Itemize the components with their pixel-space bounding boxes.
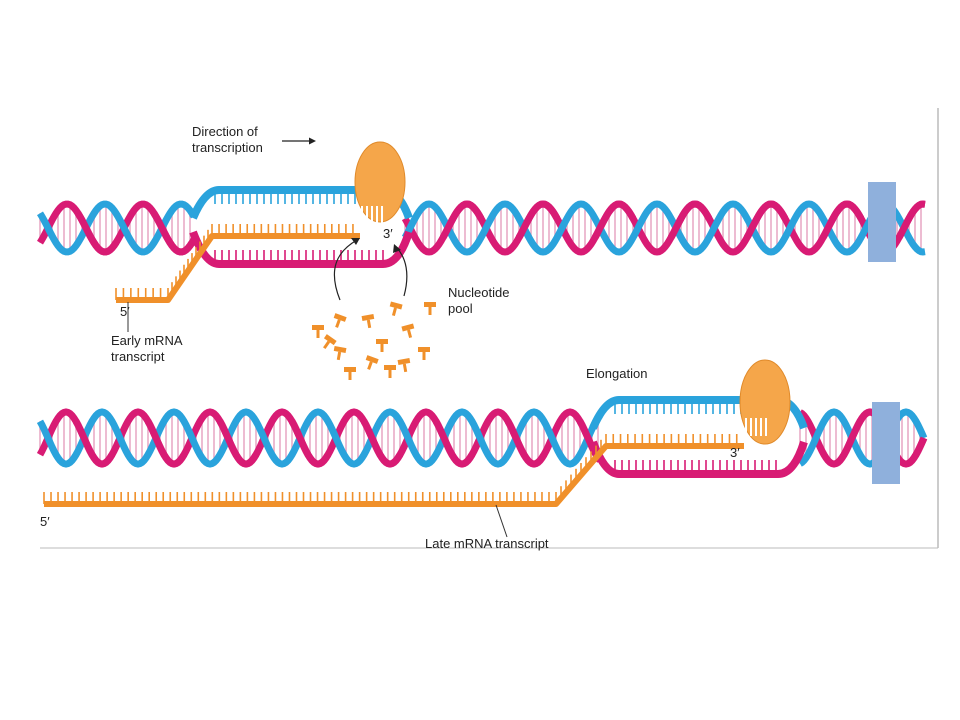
template-strand-over [515, 200, 561, 240]
nucleotide-sugar [333, 346, 347, 354]
nucleotide-icon [333, 313, 347, 328]
early-transcript-label-line2: transcript [111, 349, 165, 364]
direction-arrowhead-icon [309, 137, 316, 145]
nucleotide-sugar [376, 339, 388, 344]
nucleotide-sugar [312, 325, 324, 330]
nucleotide-pool [312, 301, 436, 380]
late-mrna-strand [43, 434, 744, 507]
template-strand-over [360, 419, 403, 468]
late-transcript-pointer [495, 504, 508, 538]
rna-backbone [116, 233, 360, 303]
nucleotide-icon [376, 339, 388, 352]
nucleotide-base [316, 330, 320, 338]
nucleotide-icon [365, 355, 379, 370]
nucleotide-base [336, 351, 342, 361]
template-strand-over [667, 200, 713, 240]
pool-arrowhead-left-icon [351, 238, 360, 245]
nucleotide-base [366, 319, 372, 329]
polymerase-active-site [361, 206, 383, 224]
template-strand-over [906, 436, 928, 467]
template-strand-over [151, 211, 195, 256]
top-transcription-bubble [189, 186, 413, 268]
nucleotide-base [422, 352, 426, 360]
top-3prime-label: 3′ [383, 226, 393, 241]
nucleotide-base [402, 363, 408, 373]
nucleotide-icon [344, 367, 356, 380]
nucleotide-sugar [401, 323, 415, 332]
nucleotide-icon [361, 314, 375, 329]
coding-strand [798, 408, 928, 468]
direction-label-line2: transcription [192, 140, 263, 155]
nucleotide-base [388, 370, 392, 378]
nucleotide-icon [401, 323, 415, 339]
nucleotide-base [428, 307, 432, 315]
nucleotide-sugar [384, 365, 396, 370]
coding-strand [37, 200, 197, 256]
template-strand-over [72, 419, 115, 468]
nucleotide-sugar [361, 314, 375, 322]
nucleotide-sugar [323, 334, 337, 346]
template-strand-over [591, 200, 637, 240]
terminator-icon-bottom [872, 402, 900, 484]
late-transcript-label: Late mRNA transcript [425, 536, 549, 551]
template-strand-over [432, 419, 475, 468]
nucleotide-icon [312, 325, 324, 338]
terminator-icon [868, 182, 896, 262]
pool-arrowhead-right-icon [393, 244, 401, 253]
nucleotide-base [380, 344, 384, 352]
template-strand-over [895, 200, 926, 240]
nucleotide-sugar [365, 355, 379, 364]
bottom-dna-helix [36, 408, 928, 468]
direction-label-line1: Direction of [192, 124, 258, 139]
coding-strand-open [189, 186, 413, 220]
template-strand-over [439, 200, 485, 240]
bottom-panel-elongation [36, 359, 928, 507]
early-transcript-label-line1: Early mRNA [111, 333, 183, 348]
nucleotide-icon [333, 346, 347, 361]
template-strand-over [75, 211, 119, 256]
template-strand-over [834, 408, 873, 467]
nucleotide-base [335, 319, 341, 328]
nucleotide-base [348, 372, 352, 380]
polymerase-active-site-bottom [745, 418, 767, 436]
template-strand-over [288, 419, 331, 468]
template-strand-over [743, 200, 789, 240]
rna-polymerase-icon-bottom [739, 359, 791, 445]
nucleotide-sugar [397, 358, 411, 366]
nucleotide-sugar [389, 301, 403, 310]
early-5prime-label: 5′ [120, 304, 130, 319]
late-5prime-label: 5′ [40, 514, 50, 529]
rna-polymerase-icon [354, 141, 406, 223]
nucleotide-sugar [418, 347, 430, 352]
nucleotide-icon [424, 302, 436, 315]
nucleotide-icon [418, 347, 430, 360]
nucleotide-icon [389, 301, 403, 317]
nucleotide-base [407, 329, 413, 339]
nucleotide-pool-label-line1: Nucleotide [448, 285, 509, 300]
nucleotide-base [323, 340, 331, 350]
bottom-transcription-bubble [589, 396, 808, 478]
nucleotide-base [391, 307, 397, 317]
coding-strand [36, 408, 603, 468]
top-panel-initiation [37, 141, 926, 303]
template-strand-over [144, 419, 187, 468]
nucleotide-pool-label-line2: pool [448, 301, 473, 316]
nucleotide-icon [397, 358, 411, 373]
nucleotide-icon [323, 334, 337, 350]
nucleotide-icon [384, 365, 396, 378]
nucleotide-sugar [333, 313, 347, 322]
nucleotide-sugar [344, 367, 356, 372]
pool-arrow-left [333, 239, 358, 301]
elongation-label: Elongation [586, 366, 647, 381]
early-mrna-strand [115, 224, 360, 303]
template-strand-over [504, 419, 547, 468]
template-strand-over [216, 419, 259, 468]
top-dna-helix [37, 200, 926, 256]
bottom-3prime-label: 3′ [730, 445, 740, 460]
nucleotide-base [367, 361, 373, 370]
template-strand-over [819, 200, 865, 240]
nucleotide-sugar [424, 302, 436, 307]
coding-strand [401, 200, 926, 256]
